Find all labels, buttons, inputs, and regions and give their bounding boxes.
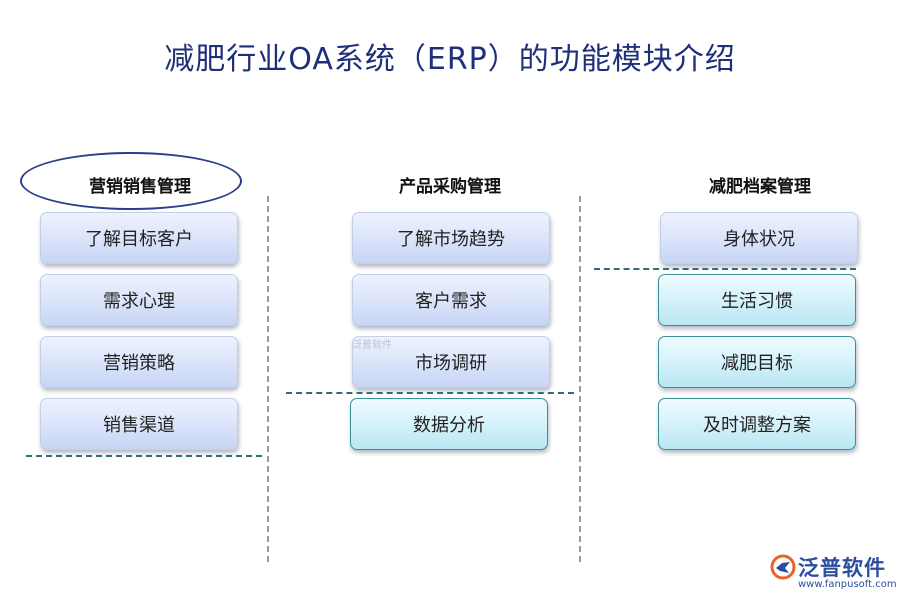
column-divider xyxy=(267,196,269,562)
module-box: 了解市场趋势 xyxy=(352,212,550,264)
module-label: 客户需求 xyxy=(415,291,487,312)
module-box: 客户需求 xyxy=(352,274,550,326)
module-label: 减肥目标 xyxy=(721,353,793,374)
column-header-procurement: 产品采购管理 xyxy=(399,177,501,197)
brand-logo: 泛普软件 www.fanpusoft.com xyxy=(770,552,897,596)
module-box: 销售渠道 xyxy=(40,398,238,450)
highlight-ellipse xyxy=(20,152,242,210)
module-box: 生活习惯 xyxy=(658,274,856,326)
module-label: 生活习惯 xyxy=(721,291,793,312)
section-separator xyxy=(594,268,856,270)
module-box: 需求心理 xyxy=(40,274,238,326)
module-box: 了解目标客户 xyxy=(40,212,238,264)
section-separator xyxy=(26,455,262,457)
module-label: 身体状况 xyxy=(723,229,795,250)
module-label: 销售渠道 xyxy=(103,415,175,436)
logo-mark-icon xyxy=(770,554,796,580)
module-box: 及时调整方案 xyxy=(658,398,856,450)
section-separator xyxy=(286,392,574,394)
module-label: 市场调研 xyxy=(415,353,487,374)
module-label: 了解市场趋势 xyxy=(397,229,505,250)
module-label: 需求心理 xyxy=(103,291,175,312)
module-box: 减肥目标 xyxy=(658,336,856,388)
module-box: 数据分析 xyxy=(350,398,548,450)
module-box: 市场调研 xyxy=(352,336,550,388)
module-label: 营销策略 xyxy=(103,353,175,374)
logo-url: www.fanpusoft.com xyxy=(798,579,897,590)
column-header-marketing: 营销销售管理 xyxy=(89,177,191,197)
watermark: 泛普软件 xyxy=(352,340,392,351)
module-label: 数据分析 xyxy=(413,415,485,436)
module-label: 及时调整方案 xyxy=(703,415,811,436)
page-title: 减肥行业OA系统（ERP）的功能模块介绍 xyxy=(164,42,736,77)
column-header-archive: 减肥档案管理 xyxy=(709,177,811,197)
module-box: 身体状况 xyxy=(660,212,858,264)
module-label: 了解目标客户 xyxy=(85,229,193,250)
logo-name: 泛普软件 xyxy=(798,556,886,580)
column-divider xyxy=(579,196,581,562)
module-box: 营销策略 xyxy=(40,336,238,388)
